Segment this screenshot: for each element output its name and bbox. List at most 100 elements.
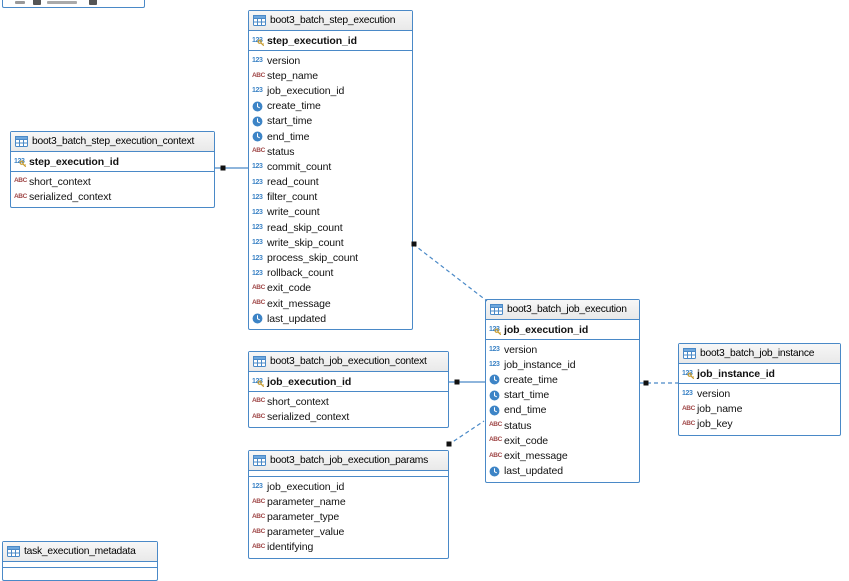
table-title: boot3_batch_job_execution_params (270, 455, 429, 466)
primary-key-section (249, 471, 448, 477)
number-type-icon: 123 (252, 269, 263, 277)
column-name: identifying (267, 541, 314, 554)
datetime-type-icon (489, 390, 504, 401)
table-header[interactable]: boot3_batch_job_execution_context (249, 352, 448, 372)
number-type-icon: 123 (252, 378, 267, 388)
column-name: create_time (504, 373, 558, 386)
column-name: job_execution_id (504, 323, 589, 336)
table-header[interactable]: boot3_batch_job_execution_params (249, 451, 448, 471)
column-row[interactable]: last_updated (486, 464, 639, 479)
column-name: exit_message (267, 297, 331, 310)
table-title: task_execution_metadata (24, 546, 136, 557)
cropped-text (15, 1, 25, 4)
column-name: job_execution_id (267, 480, 345, 493)
column-name: step_name (267, 69, 319, 82)
column-name: job_execution_id (267, 375, 352, 388)
column-name: end_time (504, 404, 547, 417)
column-row[interactable]: last_updated (249, 311, 412, 326)
number-type-icon: 123 (252, 193, 263, 201)
string-type-icon: ABC (252, 412, 265, 420)
table-header[interactable]: task_execution_metadata (3, 542, 157, 562)
column-name: last_updated (267, 312, 326, 325)
number-type-icon: 123 (682, 370, 697, 380)
table-icon (253, 15, 266, 26)
column-row[interactable]: create_time (249, 99, 412, 114)
column-row[interactable]: start_time (249, 114, 412, 129)
column-name: create_time (267, 100, 321, 113)
column-row[interactable]: create_time (486, 372, 639, 387)
relationship-endpoint-dot (220, 165, 226, 171)
table-icon (7, 546, 20, 557)
column-row[interactable]: end_time (249, 129, 412, 144)
column-name: job_key (697, 417, 733, 430)
column-name: job_instance_id (504, 358, 576, 371)
table-task-execution-metadata[interactable]: task_execution_metadata (2, 541, 158, 581)
column-name: read_skip_count (267, 221, 343, 234)
table-header[interactable]: boot3_batch_job_instance (679, 344, 840, 364)
column-name: status (267, 145, 295, 158)
primary-key-icon (494, 328, 502, 336)
partial-table-top-left[interactable] (2, 0, 145, 8)
table-header[interactable]: boot3_batch_step_execution_context (11, 132, 214, 152)
relationship-endpoint-dot (446, 441, 452, 447)
table-header[interactable]: boot3_batch_job_execution (486, 300, 639, 320)
string-type-icon: ABC (682, 419, 695, 427)
datetime-type-icon (252, 131, 267, 142)
table-title: boot3_batch_job_instance (700, 348, 815, 359)
table-header[interactable]: boot3_batch_step_execution (249, 11, 412, 31)
cropped-icon (33, 0, 41, 5)
column-row[interactable]: start_time (486, 388, 639, 403)
string-type-icon: ABC (489, 451, 502, 459)
number-type-icon: 123 (252, 57, 263, 65)
string-type-icon: ABC (252, 284, 265, 292)
column-name: last_updated (504, 465, 563, 478)
column-name: short_context (29, 175, 91, 188)
column-name: parameter_name (267, 495, 346, 508)
column-name: status (504, 419, 532, 432)
column-row[interactable]: end_time (486, 403, 639, 418)
